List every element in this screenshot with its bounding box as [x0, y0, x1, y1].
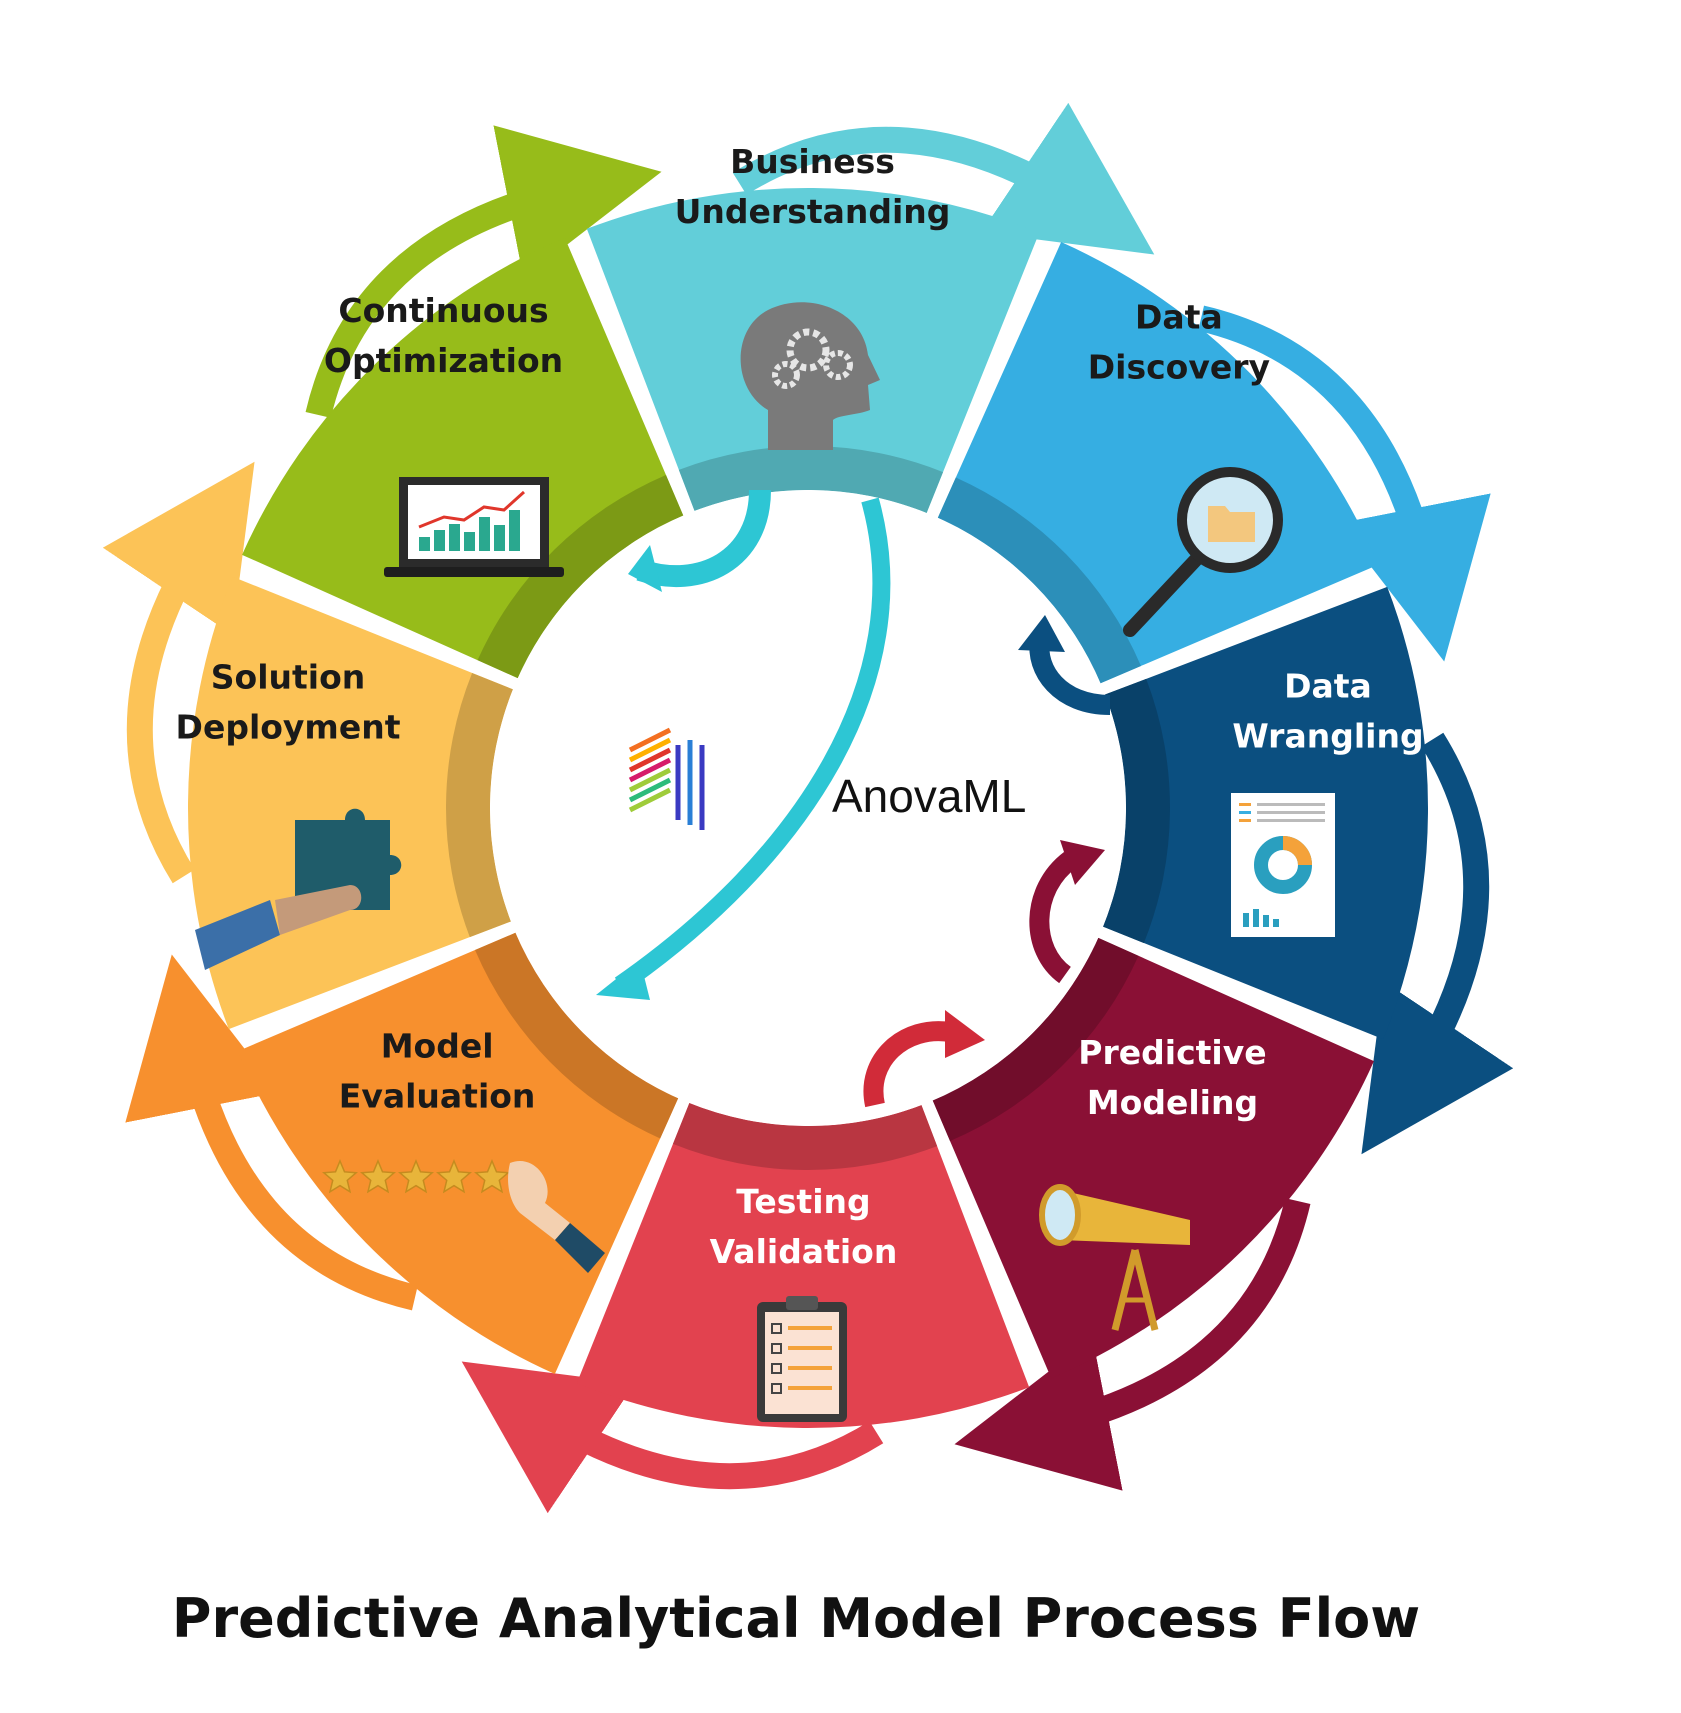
stacked-lines-logo-icon: [628, 727, 705, 830]
inner-arrow-long-head: [596, 960, 650, 1000]
band-evaluation: [475, 932, 679, 1139]
outer-arrow-evaluation: [125, 954, 418, 1311]
band-testing: [672, 1103, 938, 1170]
report-document-icon: [1231, 793, 1335, 937]
page-title: Predictive Analytical Model Process Flow: [172, 1587, 1420, 1650]
inner-arrow-predictive: [1029, 852, 1077, 984]
inner-arrow-long: [614, 497, 891, 993]
brand: AnovaML: [628, 727, 1026, 830]
band-business: [678, 446, 944, 513]
outer-arrow-wrangling: [1361, 732, 1514, 1155]
star-rating-hand-icon: [321, 1159, 605, 1273]
outer-arrow-business: [732, 102, 1155, 255]
band-wrangling: [1103, 678, 1170, 944]
star-icon: [359, 1159, 397, 1194]
band-deployment: [446, 672, 513, 938]
outer-arrow-predictive: [954, 1198, 1311, 1491]
hand-puzzle-icon: [195, 808, 402, 970]
band-discovery: [937, 477, 1141, 684]
star-icon: [473, 1159, 511, 1194]
star-icon: [435, 1159, 473, 1194]
clipboard-checklist-icon: [757, 1296, 847, 1422]
laptop-chart-icon: [384, 477, 564, 577]
outer-arrow-optimization: [305, 125, 662, 418]
brand-name: AnovaML: [832, 770, 1026, 822]
inner-arrow-predictive-head: [1060, 840, 1105, 885]
inner-band: [446, 446, 1170, 1170]
hand-icon: [508, 1161, 570, 1240]
sleeve-icon: [555, 1223, 605, 1273]
magnifier-folder-icon: [1123, 467, 1283, 637]
outer-arrow-testing: [461, 1361, 884, 1514]
telescope-icon: [1039, 1184, 1190, 1331]
segment-icons: [195, 302, 1335, 1422]
head-gears-icon: [740, 302, 880, 450]
outer-arrow-discovery: [1198, 305, 1491, 662]
outer-arrow-deployment: [102, 461, 255, 884]
inner-arrow-business: [636, 489, 771, 588]
inner-arrows: [596, 489, 1111, 1108]
inner-arrow-business-head: [628, 545, 662, 592]
star-icon: [397, 1159, 435, 1194]
band-optimization: [477, 475, 684, 679]
star-icon: [321, 1159, 359, 1194]
inner-arrow-testing: [863, 1021, 952, 1108]
inner-arrow-wrangling-head: [1018, 615, 1065, 652]
inner-arrow-testing-head: [945, 1010, 985, 1058]
segment-testing: [576, 1103, 1030, 1429]
outer-arrows: [102, 102, 1514, 1514]
band-predictive: [932, 937, 1139, 1141]
